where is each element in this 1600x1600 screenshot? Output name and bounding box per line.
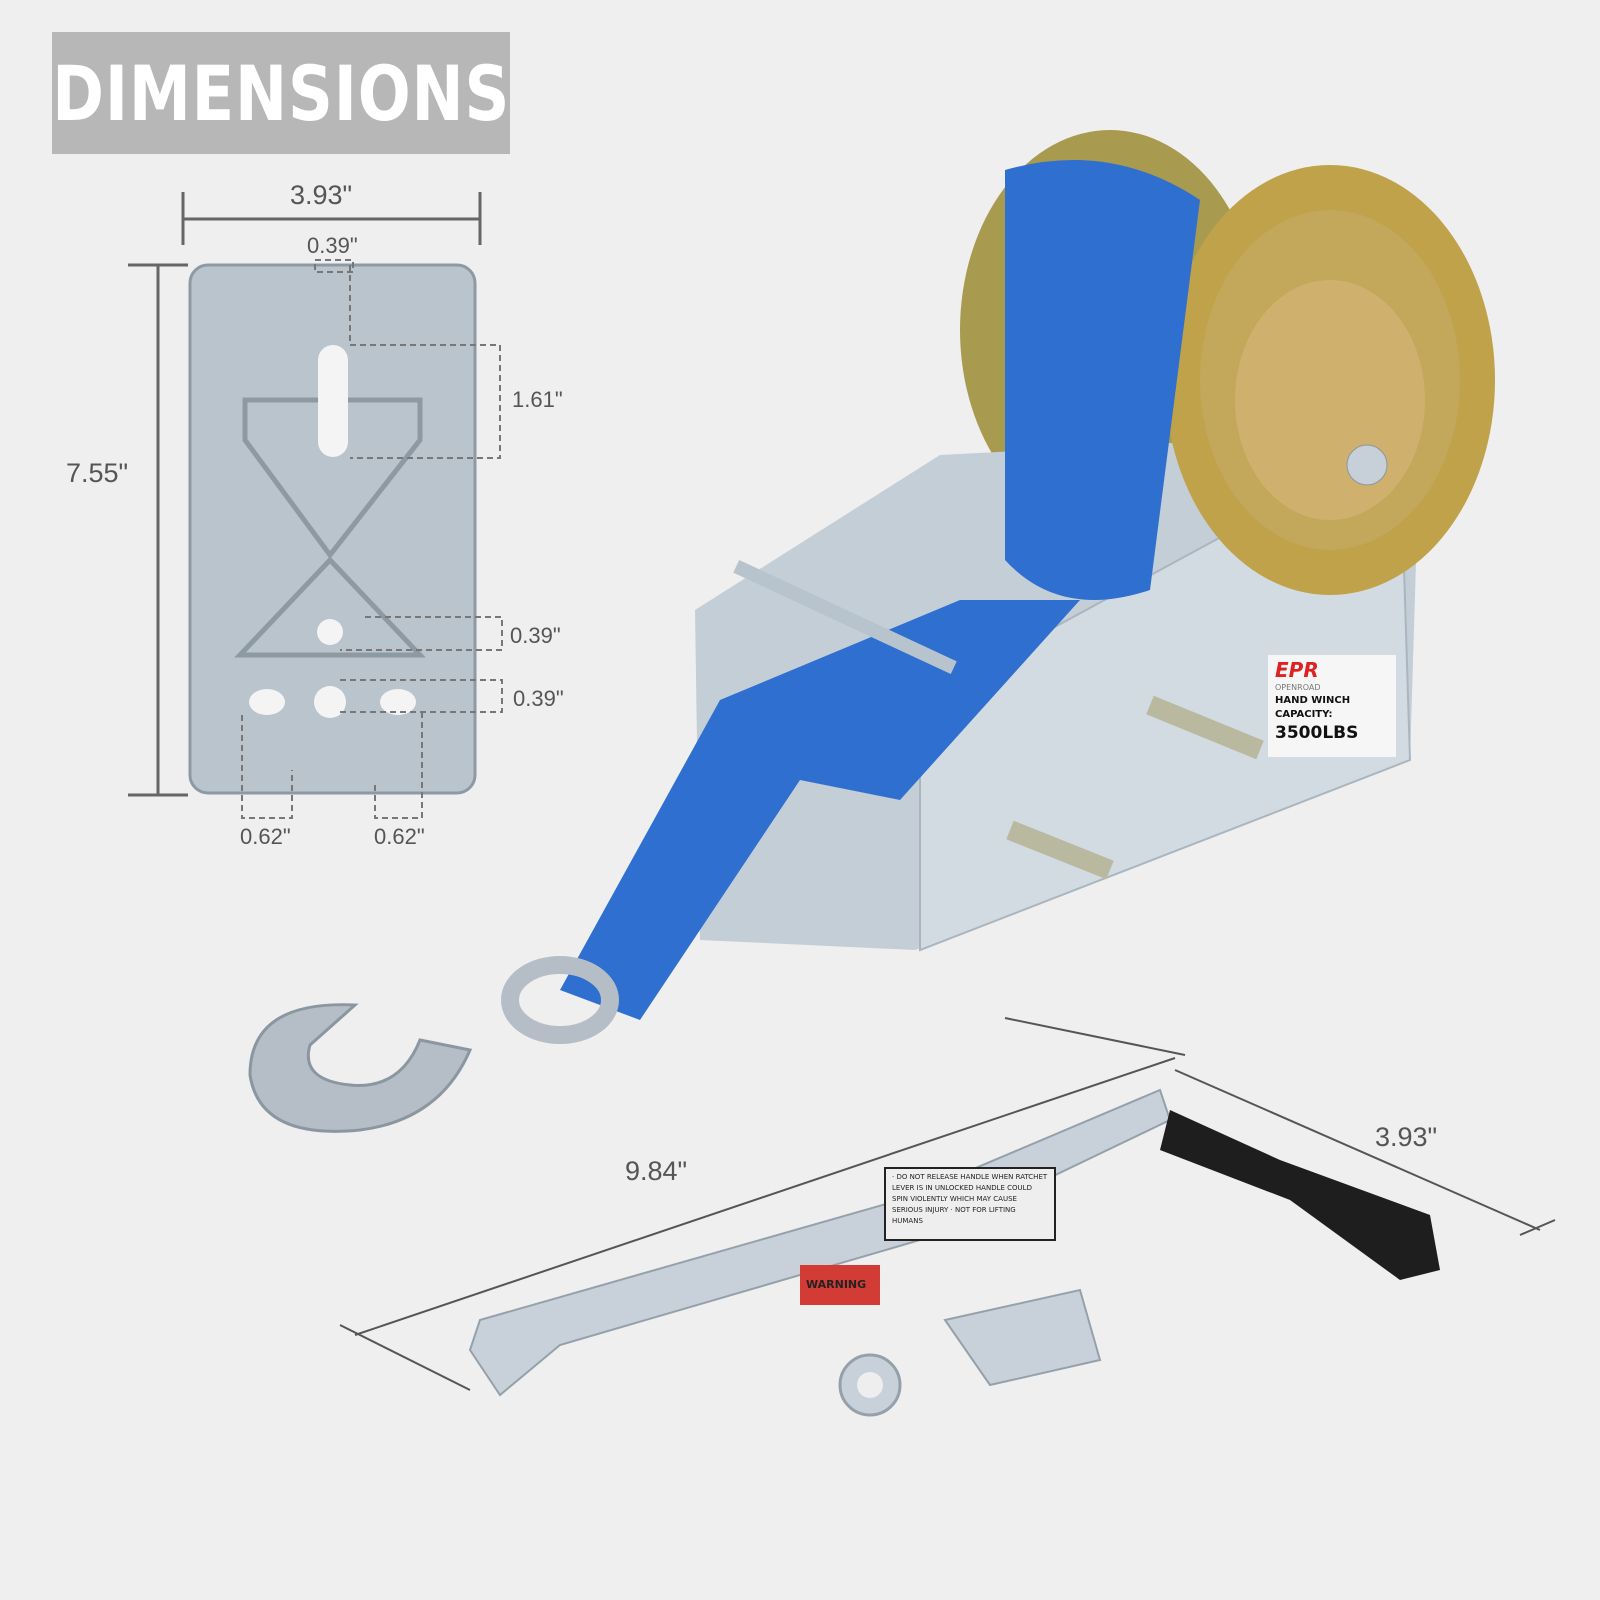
bottom-left-label: 0.62" xyxy=(240,824,291,849)
plate-dashed-guides xyxy=(241,259,503,819)
plate-width-label: 3.93" xyxy=(290,180,353,210)
handle-width-label: 3.93" xyxy=(1375,1122,1438,1152)
handle-length-label: 9.84" xyxy=(625,1156,688,1186)
hole-b-label: 0.39" xyxy=(513,686,564,711)
brand-logo: EPR xyxy=(1275,658,1319,682)
warning-text: · DO NOT RELEASE HANDLE WHEN RATCHET LEV… xyxy=(892,1173,1048,1225)
label-line2: CAPACITY: xyxy=(1275,709,1333,720)
winch xyxy=(248,130,1495,1133)
capacity-value: 3500LBS xyxy=(1275,723,1359,743)
crank-handle xyxy=(468,1088,1440,1417)
mounting-plate xyxy=(188,263,477,795)
plate-height-label: 7.55" xyxy=(66,458,129,488)
capacity-label-text: EPR OPENROAD HAND WINCH CAPACITY: 3500LB… xyxy=(1275,658,1393,744)
capacity-label xyxy=(1268,655,1396,757)
hole-a-label: 0.39" xyxy=(510,623,561,648)
title-banner: DIMENSIONS xyxy=(52,32,510,154)
plate-dimension-lines xyxy=(128,192,482,797)
bottom-right-label: 0.62" xyxy=(374,824,425,849)
slot-length-label: 1.61" xyxy=(512,387,563,412)
handle-dimension-lines xyxy=(339,1017,1556,1391)
label-line1: HAND WINCH xyxy=(1275,695,1351,706)
warning-heading: WARNING xyxy=(806,1278,867,1291)
sub-brand: OPENROAD xyxy=(1275,683,1321,692)
title: DIMENSIONS xyxy=(52,48,510,138)
slot-width-label: 0.39" xyxy=(307,233,358,258)
